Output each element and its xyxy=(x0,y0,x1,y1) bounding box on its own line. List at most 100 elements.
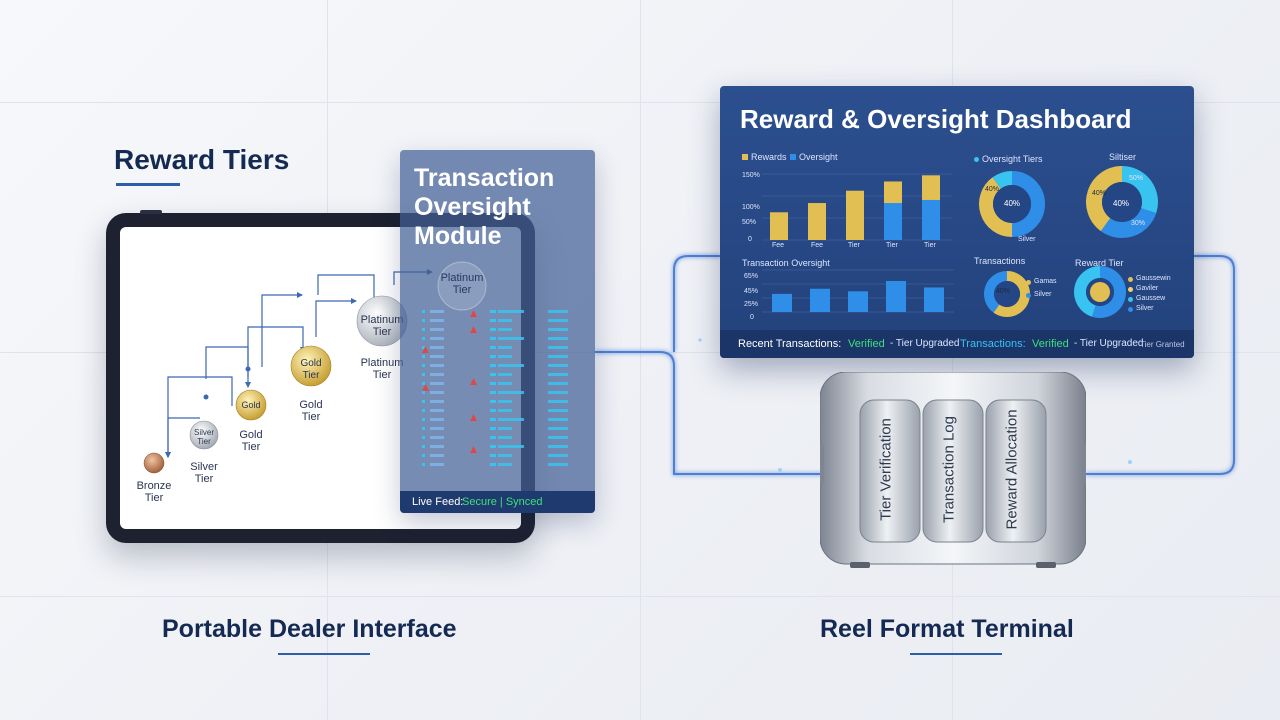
bar-transaction-oversight xyxy=(772,293,792,312)
log-entry xyxy=(548,319,568,322)
donut1-legend: Silver xyxy=(1018,236,1036,243)
oversight-tiers-label: Oversight Tiers xyxy=(982,154,1043,164)
log-entry xyxy=(498,400,512,403)
donut-siltiser-hole xyxy=(1102,182,1142,222)
alert-icon xyxy=(470,378,477,385)
y-tick: 150% xyxy=(742,172,760,179)
donut-oversight-tiers-slice xyxy=(979,177,1013,237)
connector-dashboard-left xyxy=(673,255,720,352)
log-dot xyxy=(490,391,496,394)
donut2-center: 40% xyxy=(1113,199,1130,208)
log-entry xyxy=(430,400,444,403)
log-entry xyxy=(498,382,512,385)
live-feed-status: Secure | Synced xyxy=(462,496,543,508)
terminal-body xyxy=(820,372,1086,568)
transaction-log-feed xyxy=(422,310,568,466)
reel-tier-verification: Tier Verification xyxy=(877,418,895,521)
log-entry xyxy=(548,400,568,403)
donut-oversight-tiers-slice xyxy=(1011,171,1045,237)
log-entry xyxy=(430,427,444,430)
gold-coin-small xyxy=(235,389,267,421)
log-dot xyxy=(422,328,425,331)
x-tick: Tier xyxy=(924,242,936,249)
x-tick: Fee xyxy=(811,242,824,249)
alert-icon xyxy=(422,384,429,391)
log-dot xyxy=(490,436,496,439)
log-entry xyxy=(548,328,568,331)
log-entry xyxy=(498,346,512,349)
arrow-gold-silver xyxy=(165,376,233,458)
log-dot xyxy=(422,346,425,349)
log-entry xyxy=(430,463,444,466)
log-entry xyxy=(548,436,568,439)
module-title: Transaction Oversight Module xyxy=(414,164,555,250)
reel-transaction-log: Transaction Log xyxy=(940,416,958,524)
sparkle xyxy=(778,468,782,472)
donut-transactions-slice xyxy=(993,271,1030,317)
footer-transactions-2: Transactions: xyxy=(960,338,1026,350)
log-dot xyxy=(422,364,425,367)
log-entry xyxy=(498,463,512,466)
log-entry xyxy=(430,391,444,394)
log-dot xyxy=(422,355,425,358)
log-entry xyxy=(548,346,568,349)
arrow-gold-large xyxy=(261,292,303,367)
y-tick: 0 xyxy=(748,236,752,243)
donut2-label: Siltiser xyxy=(1109,152,1137,162)
bar2-y-tick: 0 xyxy=(750,314,754,321)
log-dot xyxy=(422,427,425,430)
footer-recent: Recent Transactions: xyxy=(738,338,842,350)
log-entry xyxy=(430,454,444,457)
reward-tier-legend-item: Gaussew xyxy=(1136,295,1166,302)
log-entry xyxy=(548,409,568,412)
reward-tier-legend-swatch xyxy=(1128,287,1133,292)
donut2-slice-left: 40% xyxy=(1092,190,1107,197)
log-entry xyxy=(548,463,568,466)
log-dot xyxy=(490,319,496,322)
gold-tier-label: Gold Tier xyxy=(299,399,323,423)
x-tick: Tier xyxy=(886,242,898,249)
reward-tiers-heading: Reward Tiers xyxy=(114,144,290,175)
log-dot xyxy=(490,427,496,430)
sparkle xyxy=(1128,460,1132,464)
bar-rewards xyxy=(846,190,864,240)
gold-small-tier-label: Gold Tier xyxy=(239,429,263,453)
log-entry xyxy=(548,364,568,367)
log-entry xyxy=(498,328,512,331)
reward-tier-legend-swatch xyxy=(1128,277,1133,282)
reel-terminal-underline xyxy=(910,653,1002,655)
log-dot xyxy=(490,328,496,331)
log-dot xyxy=(422,409,425,412)
log-dot xyxy=(490,382,496,385)
footer-upgraded-1: - Tier Upgraded xyxy=(890,338,960,349)
connector-dashboard-right xyxy=(1086,255,1235,475)
transaction-oversight-module: Transaction Oversight Module Platinum Ti… xyxy=(400,150,595,513)
log-dot xyxy=(490,346,496,349)
log-dot xyxy=(422,445,425,448)
silver-coin-text: Silver Tier xyxy=(193,428,214,446)
donut-transactions-slice xyxy=(984,271,1008,313)
arrow-platinum xyxy=(315,298,357,337)
log-entry xyxy=(548,454,568,457)
reward-tiers-underline xyxy=(116,183,180,186)
log-dot xyxy=(422,373,425,376)
log-entry xyxy=(498,418,524,421)
donut-transactions-hole xyxy=(994,281,1020,307)
log-entry xyxy=(498,337,524,340)
reel-format-terminal: Tier Verification Transaction Log Reward… xyxy=(820,372,1086,568)
log-entry xyxy=(548,427,568,430)
bar-oversight xyxy=(884,203,902,240)
alert-icon xyxy=(470,446,477,453)
donut3-legend-item: Gamas xyxy=(1034,278,1057,285)
portable-dealer-interface-heading: Portable Dealer Interface xyxy=(162,615,457,643)
reel-reward-allocation: Reward Allocation xyxy=(1003,409,1021,530)
arrow-gold-tier xyxy=(247,326,306,377)
log-entry xyxy=(430,355,444,358)
grid-line xyxy=(0,102,1280,103)
gold-coin-small-text: Gold xyxy=(241,400,261,410)
bar-rewards xyxy=(808,203,826,240)
platinum-tier-label: Platinum Tier xyxy=(360,357,404,381)
log-dot xyxy=(490,463,496,466)
log-entry xyxy=(430,445,444,448)
